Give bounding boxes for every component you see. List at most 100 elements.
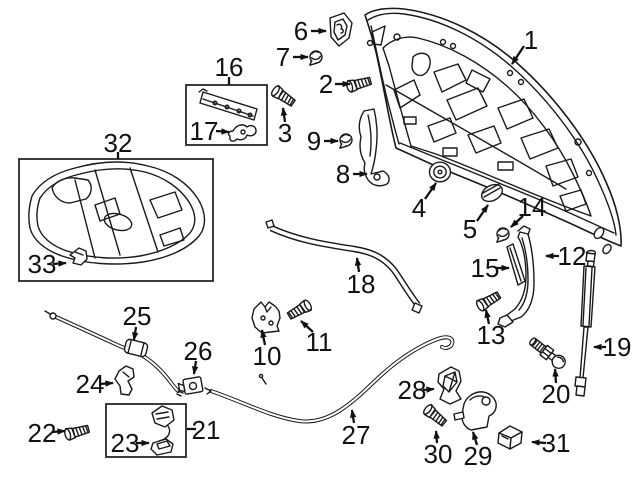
insulator-box <box>18 158 214 282</box>
callout-14: 14 <box>510 192 546 228</box>
hinge-seal <box>506 243 526 286</box>
callout-26: 26 <box>184 336 213 375</box>
molding-box <box>185 84 268 146</box>
part-number-15: 15 <box>471 253 500 283</box>
part-number-30: 30 <box>424 439 453 469</box>
grommet <box>428 161 452 183</box>
bolt-11 <box>285 298 314 322</box>
part-number-11: 11 <box>306 327 333 357</box>
callout-7: 7 <box>276 42 309 72</box>
hood-inner-web <box>366 25 593 212</box>
lock-box <box>105 403 187 458</box>
cable-end-fitting <box>49 312 57 320</box>
hood-insulator-pad <box>28 161 206 265</box>
part-number-4: 4 <box>412 193 426 223</box>
hood-hem-left <box>370 25 400 145</box>
part-number-17: 17 <box>190 116 219 146</box>
cable-grommet <box>123 338 149 358</box>
callout-25: 25 <box>123 301 152 341</box>
callout-23: 23 <box>111 428 150 458</box>
part-number-2: 2 <box>319 69 333 99</box>
corner-bracket <box>329 12 353 47</box>
part-number-21: 21 <box>192 415 221 445</box>
leader-arrow-1 <box>511 45 525 65</box>
callout-12: 12 <box>545 241 587 271</box>
part-number-24: 24 <box>76 369 105 399</box>
leader-arrow-14 <box>510 215 524 228</box>
callout-5: 5 <box>463 204 489 244</box>
cable-end-barb <box>176 390 184 397</box>
callout-32: 32 <box>104 128 133 159</box>
part-number-31: 31 <box>542 428 571 458</box>
callout-17: 17 <box>190 116 230 146</box>
striker-bracket <box>437 366 462 405</box>
part-number-25: 25 <box>123 301 152 331</box>
bolt-3 <box>269 83 298 109</box>
leader-arrow-3 <box>280 107 288 123</box>
part-number-1: 1 <box>524 25 538 55</box>
cable-bracket <box>251 301 281 334</box>
part-number-27: 27 <box>342 420 371 450</box>
cable-clip <box>177 376 204 395</box>
leader-arrow-4 <box>424 182 437 200</box>
part-number-3: 3 <box>278 118 292 148</box>
hood-corner-plug <box>593 226 605 240</box>
part-number-26: 26 <box>184 336 213 366</box>
callout-31: 31 <box>531 428 571 458</box>
part-number-23: 23 <box>111 428 140 458</box>
lift-support <box>574 249 597 397</box>
part-number-9: 9 <box>307 126 321 156</box>
part-number-22: 22 <box>28 418 57 448</box>
release-cable-front <box>44 310 184 397</box>
callout-21: 21 <box>187 415 220 445</box>
leader-arrow-18 <box>354 257 362 273</box>
part-number-19: 19 <box>603 332 632 362</box>
hood-corner-plug-2 <box>602 243 612 255</box>
callout-20: 20 <box>542 368 571 409</box>
callout-18: 18 <box>347 257 375 299</box>
callout-27: 27 <box>342 409 371 450</box>
callout-33: 33 <box>28 249 67 279</box>
leader-arrow-5 <box>476 204 489 222</box>
callout-9: 9 <box>307 126 339 156</box>
bolt-22 <box>62 422 91 442</box>
side-bracket <box>358 108 390 187</box>
part-number-6: 6 <box>294 16 308 46</box>
callout-29: 29 <box>464 431 492 471</box>
cable-hook <box>204 387 212 395</box>
callout-24: 24 <box>76 369 114 399</box>
part-number-20: 20 <box>542 379 571 409</box>
hood-lock <box>150 405 175 456</box>
part-number-28: 28 <box>398 375 427 405</box>
clip-nut-9 <box>336 132 354 149</box>
weatherstrip <box>265 219 423 314</box>
part-number-7: 7 <box>276 42 290 72</box>
part-number-32: 32 <box>104 128 133 158</box>
callout-30: 30 <box>424 430 453 469</box>
hood-hem-bottom <box>399 142 615 234</box>
callout-1: 1 <box>511 25 538 65</box>
callout-22: 22 <box>28 418 66 448</box>
callout-15: 15 <box>471 253 510 283</box>
hood-hinge <box>497 225 535 328</box>
callout-19: 19 <box>593 332 632 362</box>
hood-molding <box>198 88 258 121</box>
part-number-8: 8 <box>336 159 350 189</box>
part-number-5: 5 <box>463 214 477 244</box>
leader-arrow-20 <box>552 368 559 384</box>
callout-13: 13 <box>477 309 505 350</box>
part-number-12: 12 <box>558 241 587 271</box>
callout-8: 8 <box>336 159 368 189</box>
leader-arrow-13 <box>484 309 491 325</box>
leader-arrow-29 <box>471 431 479 446</box>
bumper-block <box>497 425 523 450</box>
leader-arrow-26 <box>191 360 199 375</box>
release-cable-rear <box>204 335 455 424</box>
part-number-10: 10 <box>253 341 282 371</box>
hood-panel <box>364 7 622 255</box>
leader-arrow-11 <box>300 320 314 333</box>
leader-arrow-33 <box>52 260 67 267</box>
leader-arrow-17 <box>215 128 230 135</box>
